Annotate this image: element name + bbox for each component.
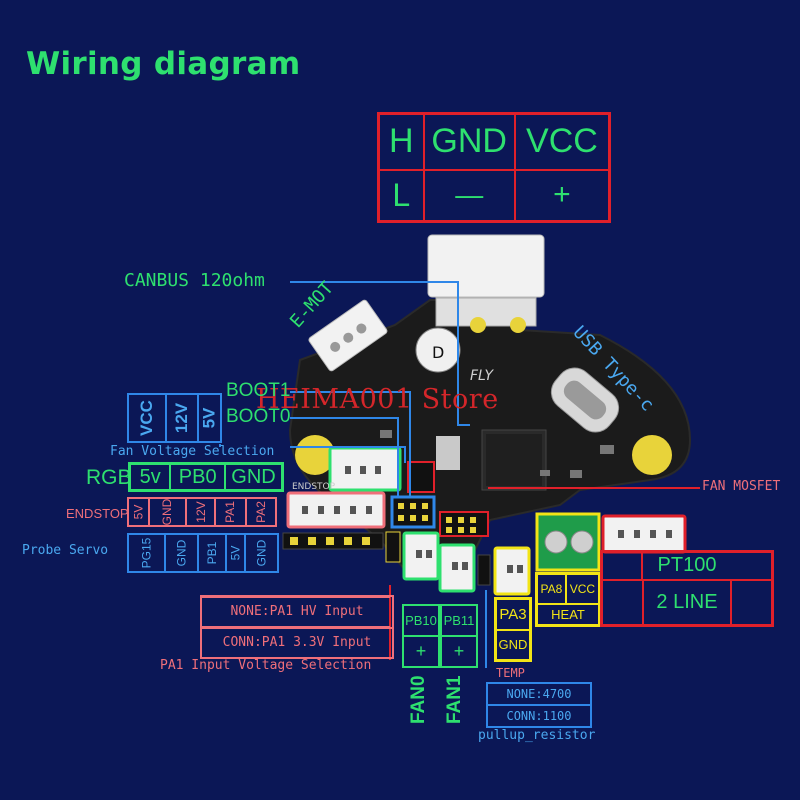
pt100-table: PT100 2 LINE <box>600 550 774 627</box>
heat-pin-table: PA8 VCC HEAT <box>535 572 601 627</box>
rgb-label: RGB <box>86 466 132 489</box>
crystal <box>436 436 460 470</box>
pt100-2line-cell: 2 LINE <box>641 578 733 627</box>
pullup-options-box: NONE:4700 CONN:1100 <box>486 682 592 728</box>
svg-text:D: D <box>432 343 444 362</box>
pa1-option-conn: CONN:PA1 3.3V Input <box>222 635 372 650</box>
fan0-label: FAN0 <box>408 675 429 724</box>
endstop-label: ENDSTOP <box>66 506 129 521</box>
boot0-label: BOOT0 <box>226 406 291 427</box>
fan1-plus-cell: + <box>440 635 478 668</box>
temp-gnd-cell: GND <box>494 628 532 662</box>
rgb-5v-cell: 5v <box>128 462 172 492</box>
pa1-options-box: NONE:PA1 HV Input CONN:PA1 3.3V Input <box>200 595 394 659</box>
endstop-5v-cell: 5V <box>126 497 151 527</box>
probe-pb1-cell: PB1 <box>197 533 228 573</box>
canbus-vcc-cell: VCC <box>513 112 611 171</box>
pt100-empty-left <box>600 578 644 627</box>
pt100-label-cell: PT100 <box>600 550 774 581</box>
can-connector <box>427 234 545 298</box>
probe-5v-cell: 5V <box>225 533 247 573</box>
canbus-label: CANBUS 120ohm <box>124 270 265 291</box>
heat-label-cell: HEAT <box>535 602 601 627</box>
temp-label: TEMP <box>496 666 525 680</box>
endstop-pa2-cell: PA2 <box>244 497 278 527</box>
pullup-option-none: NONE:4700 <box>488 684 590 706</box>
boot0-leader <box>290 417 399 497</box>
voltage-vcc-cell: VCC <box>127 393 167 443</box>
fan1-label: FAN1 <box>444 675 465 724</box>
voltage-12v-cell: 12V <box>164 393 200 443</box>
voltage-select-table: VCC 12V 5V <box>127 393 222 443</box>
boot1-label: BOOT1 <box>226 380 291 401</box>
fan0-pb10-cell: PB10 <box>402 604 440 637</box>
mount-pad-right <box>632 435 672 475</box>
endstop-silk-label: ENDSTOP <box>292 482 336 492</box>
canbus-h-cell: H <box>377 112 425 171</box>
pa1-jumper <box>385 531 401 563</box>
temp-pin-table: PA3 GND <box>494 597 532 662</box>
canbus-pin-table: H GND VCC L — + <box>377 112 611 223</box>
watermark-text: HEIMA001 Store <box>256 384 499 415</box>
probe-servo-label: Probe Servo <box>22 543 109 558</box>
capacitor <box>415 327 461 373</box>
temp-pa3-cell: PA3 <box>494 597 532 631</box>
heat-pa8-cell: PA8 <box>535 572 567 605</box>
pullup-option-conn: CONN:1100 <box>506 709 572 723</box>
probe-pin-table: PG15 GND PB1 5V GND <box>126 533 279 573</box>
fan-voltage-jumper <box>407 461 435 493</box>
fan1-pin-table: PB11 + <box>440 604 478 668</box>
pa1-option-none: NONE:PA1 HV Input <box>202 597 392 629</box>
endstop-pa1-cell: PA1 <box>214 497 247 527</box>
heat-vcc-cell: VCC <box>564 572 601 605</box>
fan-voltage-label: Fan Voltage Selection <box>110 444 275 459</box>
canbus-gnd-cell: GND <box>422 112 516 171</box>
canbus-l-cell: L <box>377 168 425 223</box>
probe-gnd-cell: GND <box>164 533 200 573</box>
pt100-connector <box>601 514 687 554</box>
pullup-resistor-label: pullup_resistor <box>478 728 596 743</box>
probe-pg15-cell: PG15 <box>126 533 167 573</box>
pa1-input-voltage-label: PA1 Input Voltage Selection <box>160 658 372 673</box>
boot-jumpers <box>390 495 436 529</box>
endstop-pin-table: 5V GND 12V PA1 PA2 <box>126 497 278 527</box>
canbus-minus-cell: — <box>422 168 516 223</box>
fan0-pin-table: PB10 + <box>402 604 440 668</box>
endstop-12v-cell: 12V <box>184 497 217 527</box>
rgb-gnd-cell: GND <box>223 462 284 492</box>
rgb-pb0-cell: PB0 <box>169 462 226 492</box>
voltage-5v-cell: 5V <box>197 393 222 443</box>
temp-jumper <box>477 554 491 586</box>
svg-text:FLY: FLY <box>470 368 495 384</box>
boot1-leader <box>290 391 411 497</box>
canbus-leader <box>290 281 470 426</box>
mount-pad-left <box>295 435 335 475</box>
fan1-pb11-cell: PB11 <box>440 604 478 637</box>
fan-mosfet-label: FAN MOSFET <box>702 479 781 494</box>
pt100-empty-right <box>730 578 774 627</box>
canbus-plus-cell: + <box>513 168 611 223</box>
rgb-pin-table: 5v PB0 GND <box>128 462 284 492</box>
page-title: Wiring diagram <box>26 46 301 82</box>
fan-voltage-leader <box>290 446 406 463</box>
endstop-gnd-cell: GND <box>148 497 187 527</box>
fan0-plus-cell: + <box>402 635 440 668</box>
probe-gnd2-cell: GND <box>244 533 279 573</box>
